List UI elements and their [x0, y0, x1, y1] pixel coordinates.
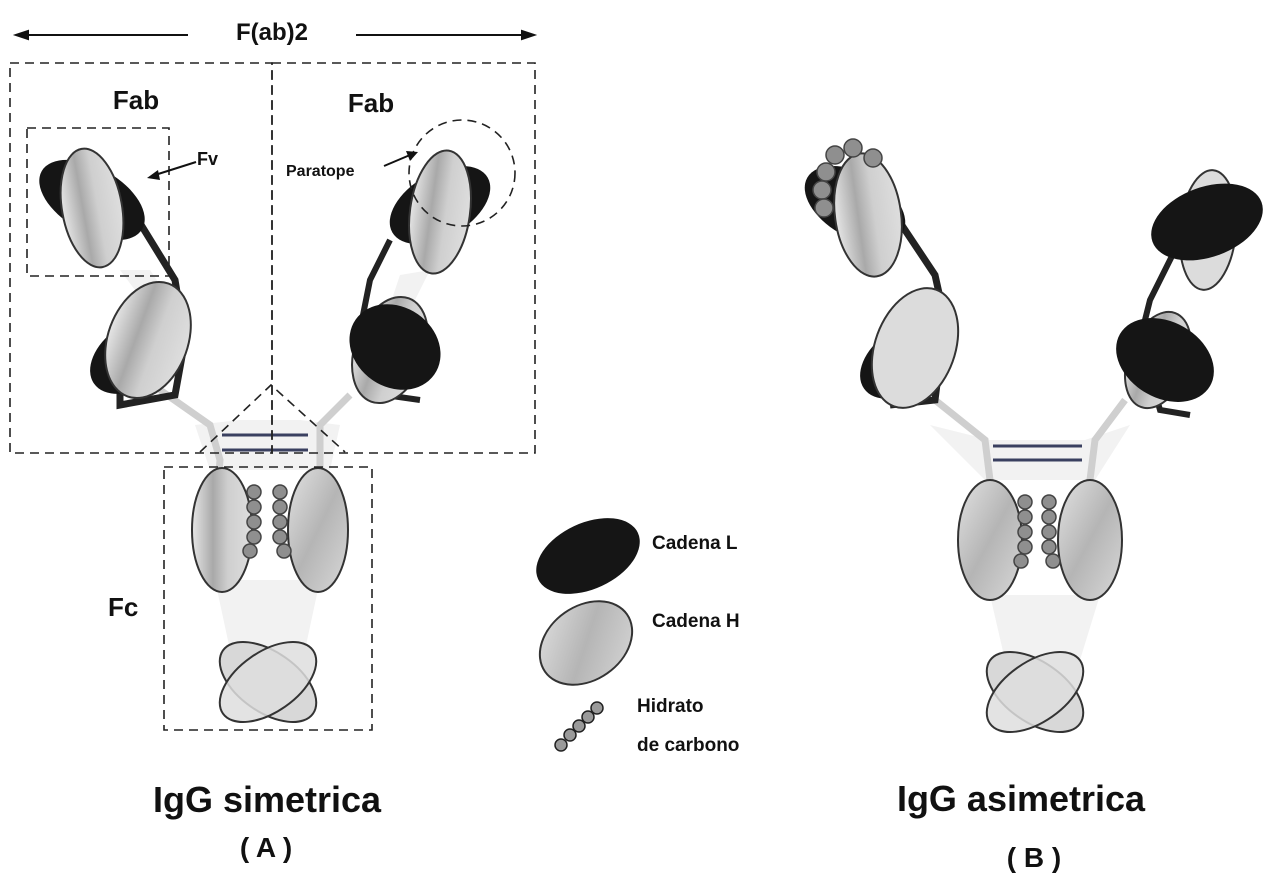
- caption-a-letter: ( A ): [240, 832, 292, 863]
- igg-asymmetric-antibody: [791, 139, 1264, 748]
- heavy-chain-ch1-left: [856, 276, 974, 420]
- caption-b-title: IgG asimetrica: [897, 778, 1146, 819]
- heavy-chain-ch2-left: [958, 480, 1022, 600]
- fv-label: Fv: [197, 149, 218, 169]
- caption-b-letter: ( B ): [1007, 842, 1061, 873]
- legend-heavy-chain-label: Cadena H: [652, 611, 740, 632]
- fab-right-label: Fab: [348, 88, 394, 118]
- legend-carbohydrate-swatch: [555, 702, 603, 751]
- paratope-arrow: [384, 155, 410, 166]
- heavy-chain-ch2-right: [1058, 480, 1122, 600]
- heavy-chain-vh-right: [402, 146, 479, 277]
- fc-label: Fc: [108, 592, 138, 622]
- heavy-chain-ch2-right: [288, 468, 348, 592]
- fab-box-right: [272, 63, 535, 453]
- igg-symmetric-antibody: [26, 143, 504, 738]
- legend-carbohydrate-label-line1: Hidrato: [637, 696, 704, 717]
- fab-left-label: Fab: [113, 85, 159, 115]
- fc-stem-region: [990, 595, 1100, 660]
- paratope-label: Paratope: [286, 163, 355, 180]
- fv-arrowhead: [147, 170, 160, 180]
- legend: Cadena L Cadena H Hidrato de carbono: [524, 503, 740, 756]
- fab2-label: F(ab)2: [236, 19, 308, 46]
- legend-light-chain-label: Cadena L: [652, 533, 738, 554]
- legend-heavy-chain-swatch: [524, 584, 648, 702]
- caption-a-title: IgG simetrica: [153, 779, 382, 820]
- legend-carbohydrate-label-line2: de carbono: [637, 735, 739, 756]
- legend-light-chain-swatch: [524, 503, 652, 609]
- heavy-chain-ch2-left: [192, 468, 252, 592]
- fv-arrow: [155, 162, 196, 175]
